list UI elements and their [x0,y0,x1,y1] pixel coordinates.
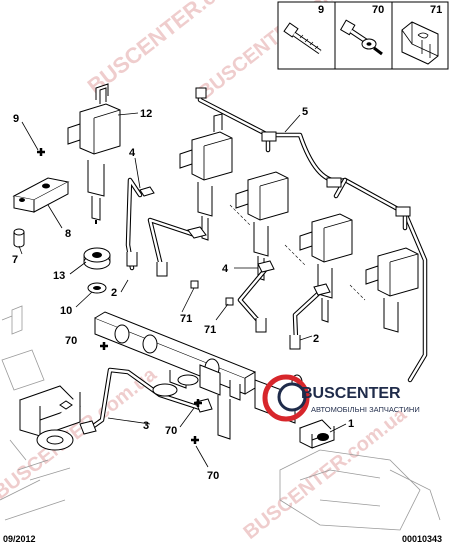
cross-marker [191,436,199,444]
callout-12: 12 [140,108,152,120]
bolt-icon [339,19,383,56]
cross-marker [194,399,202,407]
high-pressure-pump [0,305,81,521]
box-label-9: 9 [318,4,324,16]
callout-4: 4 [222,263,229,275]
brand-logo: BUSCENTER АВТОМОБІЛЬНІ ЗАПЧАСТИНИ [262,374,420,422]
injector-4 [365,247,419,333]
clip-icon [401,21,439,65]
box-label-71: 71 [430,4,442,16]
callout-2: 2 [111,287,117,299]
callout-71: 71 [180,313,192,325]
callout-70: 70 [207,470,219,482]
parts-legend-box: 9 70 71 [277,1,449,70]
callout-4: 4 [129,147,136,159]
callout-2: 2 [313,333,319,345]
callout-7: 7 [12,254,18,266]
callout-9: 9 [13,113,19,125]
square-marker [190,280,199,289]
watermark-text: BUSCENTER.com.ua [0,363,161,504]
mounted-injectors [179,113,419,333]
square-marker [225,297,234,306]
callout-10: 10 [60,305,72,317]
injection-pipes [125,177,331,350]
injector-1 [179,113,233,241]
footer-reference: 00010343 [402,534,442,544]
footer-date: 09/2012 [3,534,36,544]
callout-1: 1 [348,418,354,430]
return-pipe [195,87,428,383]
callout-3: 3 [143,420,149,432]
callout-70: 70 [165,425,177,437]
callout-8: 8 [65,228,71,240]
box-label-70: 70 [372,4,384,16]
leader-lines [18,112,347,468]
callout-13: 13 [53,270,65,282]
brand-name: BUSCENTER [301,385,401,402]
pressure-sensor [299,419,335,449]
callout-71: 71 [204,324,216,336]
screw-icon [283,22,322,55]
brand-tagline: АВТОМОБІЛЬНІ ЗАПЧАСТИНИ [311,405,420,414]
reference-markers [100,280,234,444]
exploded-injector [12,83,121,294]
callout-70: 70 [65,335,77,347]
cross-marker [100,342,108,350]
callout-labels: 12 9 8 7 13 10 2 70 4 71 5 4 71 2 3 70 7… [12,106,354,482]
callout-5: 5 [302,106,308,118]
background-sketch [279,449,441,531]
